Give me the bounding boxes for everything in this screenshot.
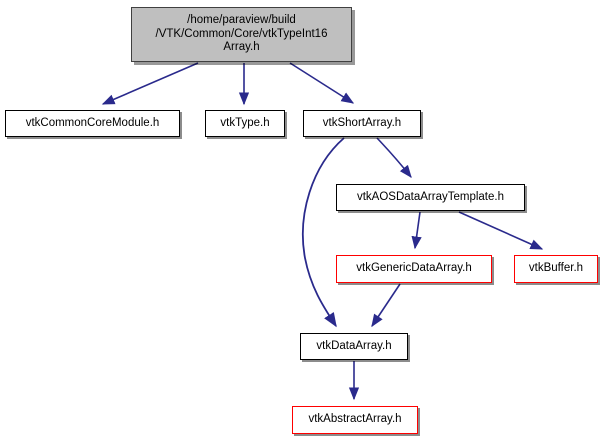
node-vtkaosdataarraytemplate[interactable]: vtkAOSDataArrayTemplate.h xyxy=(336,184,525,211)
node-vtkdataarray[interactable]: vtkDataArray.h xyxy=(300,333,408,360)
node-vtkcommoncoremodule[interactable]: vtkCommonCoreModule.h xyxy=(5,110,180,137)
edge-vtkgenericdataarray-to-vtkdataarray xyxy=(371,283,401,328)
node-label: vtkAOSDataArrayTemplate.h xyxy=(356,190,504,203)
node-vtkabstractarray[interactable]: vtkAbstractArray.h xyxy=(292,406,418,434)
node-label: vtkType.h xyxy=(220,116,270,129)
node-label: vtkGenericDataArray.h xyxy=(356,262,472,275)
node-vtkgenericdataarray[interactable]: vtkGenericDataArray.h xyxy=(336,255,492,283)
node-label: vtkCommonCoreModule.h xyxy=(25,116,160,129)
edge-vtkaosdataarraytemplate-to-vtkbuffer xyxy=(458,211,544,250)
node-label: vtkBuffer.h xyxy=(528,262,584,275)
edge-vtkshortarray-to-vtkdataarray xyxy=(301,137,345,328)
edge-vtkaosdataarraytemplate-to-vtkgenericdataarray xyxy=(411,211,422,250)
node-vtkbuffer[interactable]: vtkBuffer.h xyxy=(514,255,598,283)
edge-root-to-vtkcommoncoremodule xyxy=(101,62,199,105)
edge-vtkshortarray-to-vtkaosdataarraytemplate xyxy=(376,137,412,179)
node-root-vtktypeint16array[interactable]: /home/paraview/build /VTK/Common/Core/vt… xyxy=(131,7,352,62)
node-label: vtkAbstractArray.h xyxy=(308,413,402,426)
node-vtktype[interactable]: vtkType.h xyxy=(205,110,285,137)
edge-root-to-vtkshortarray xyxy=(289,62,355,104)
node-vtkshortarray[interactable]: vtkShortArray.h xyxy=(303,110,421,137)
node-label: vtkShortArray.h xyxy=(322,116,402,129)
node-label: vtkDataArray.h xyxy=(316,339,392,352)
node-label: /home/paraview/build /VTK/Common/Core/vt… xyxy=(155,14,328,54)
